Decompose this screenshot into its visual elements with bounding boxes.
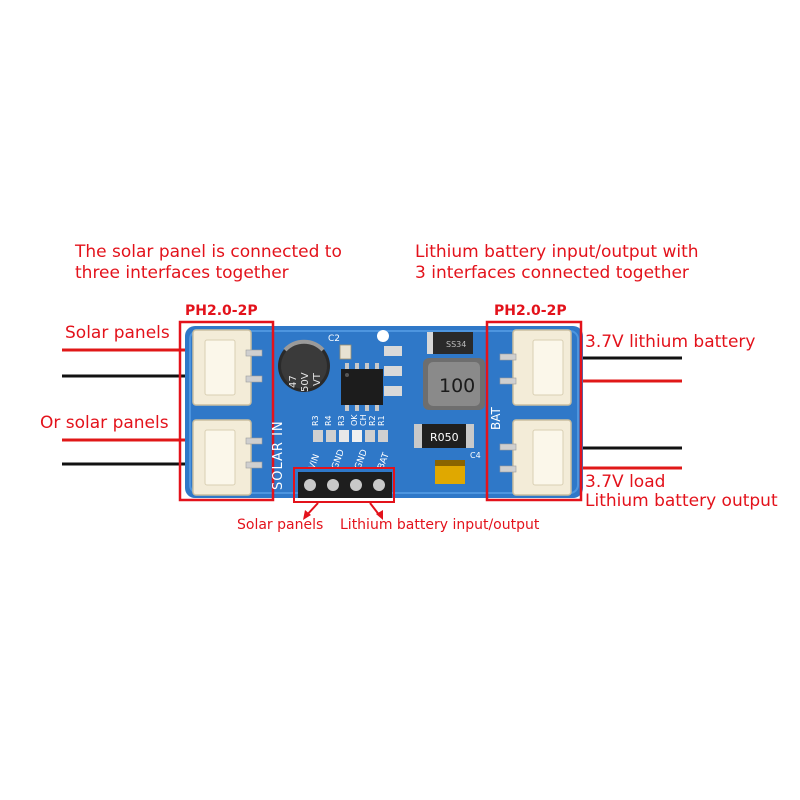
pin-header — [298, 472, 392, 498]
svg-text:R4: R4 — [324, 415, 333, 426]
arrow-battery-io-head — [376, 510, 383, 520]
electrolytic-capacitor: 47 50V VT — [278, 339, 330, 392]
svg-text:R3: R3 — [337, 415, 346, 426]
mount-hole-top — [377, 330, 389, 342]
cap-voltage: 50V — [300, 372, 311, 392]
left-connector-highlight — [178, 320, 275, 502]
smd-labels: R3 R4 R3 OK CH R2 R1 — [311, 414, 386, 426]
label-lithium-battery: 3.7V lithium battery — [585, 332, 756, 352]
svg-text:R1: R1 — [377, 415, 386, 426]
svg-text:VIN: VIN — [307, 453, 322, 471]
silk-bat: BAT — [489, 406, 503, 430]
smd-resistor-a — [384, 346, 402, 356]
svg-text:R2: R2 — [368, 415, 377, 426]
label-c2: C2 — [328, 334, 340, 344]
tag-left-connector: PH2.0-2P — [185, 303, 258, 319]
left-connector-top — [192, 329, 263, 406]
label-solar-panels: Solar panels — [65, 323, 170, 343]
label-bottom-solar: Solar panels — [237, 517, 324, 533]
caption-left-line2: three interfaces together — [75, 263, 289, 283]
left-wires — [62, 348, 200, 466]
label-c4: C4 — [470, 451, 481, 460]
ic-chip — [341, 363, 383, 411]
caption-left: The solar panel is connected to three in… — [75, 242, 342, 284]
cap-c2 — [339, 344, 352, 360]
smd-row — [313, 430, 388, 442]
caption-right-line2: 3 interfaces connected together — [415, 263, 689, 283]
tantalum-capacitor: C4 — [435, 451, 481, 484]
caption-left-line1: The solar panel is connected to — [75, 242, 342, 262]
svg-text:OK: OK — [350, 414, 359, 426]
smd-resistor-b — [384, 366, 402, 376]
cap-code: VT — [312, 372, 323, 386]
shunt-resistor: R050 — [414, 424, 474, 448]
tag-right-connector: PH2.0-2P — [494, 303, 567, 319]
pin-header-highlight — [293, 467, 395, 503]
right-connector-highlight — [485, 320, 583, 502]
inductor: 100 — [423, 358, 485, 410]
svg-text:CH: CH — [359, 414, 368, 426]
caption-right-line1: Lithium battery input/output with — [415, 242, 699, 262]
diode: SS34 — [427, 332, 473, 354]
label-load-line2: Lithium battery output — [585, 491, 778, 511]
smd-resistor-c — [384, 386, 402, 396]
right-connector-top — [499, 329, 572, 406]
svg-text:R3: R3 — [311, 415, 320, 426]
silk-solar-in: SOLAR IN — [271, 420, 286, 490]
left-connector-bottom — [192, 419, 263, 496]
right-connector-bottom — [499, 419, 572, 496]
caption-right: Lithium battery input/output with 3 inte… — [415, 242, 699, 284]
cap-value-47: 47 — [288, 375, 299, 388]
label-load-line1: 3.7V load — [585, 472, 666, 492]
arrow-solar-head — [303, 510, 311, 520]
resistor-label: R050 — [430, 431, 459, 444]
diode-label: SS34 — [446, 340, 466, 349]
label-bottom-battery-io: Lithium battery input/output — [340, 517, 540, 533]
label-or-solar-panels: Or solar panels — [40, 413, 169, 433]
inductor-label: 100 — [439, 375, 475, 397]
